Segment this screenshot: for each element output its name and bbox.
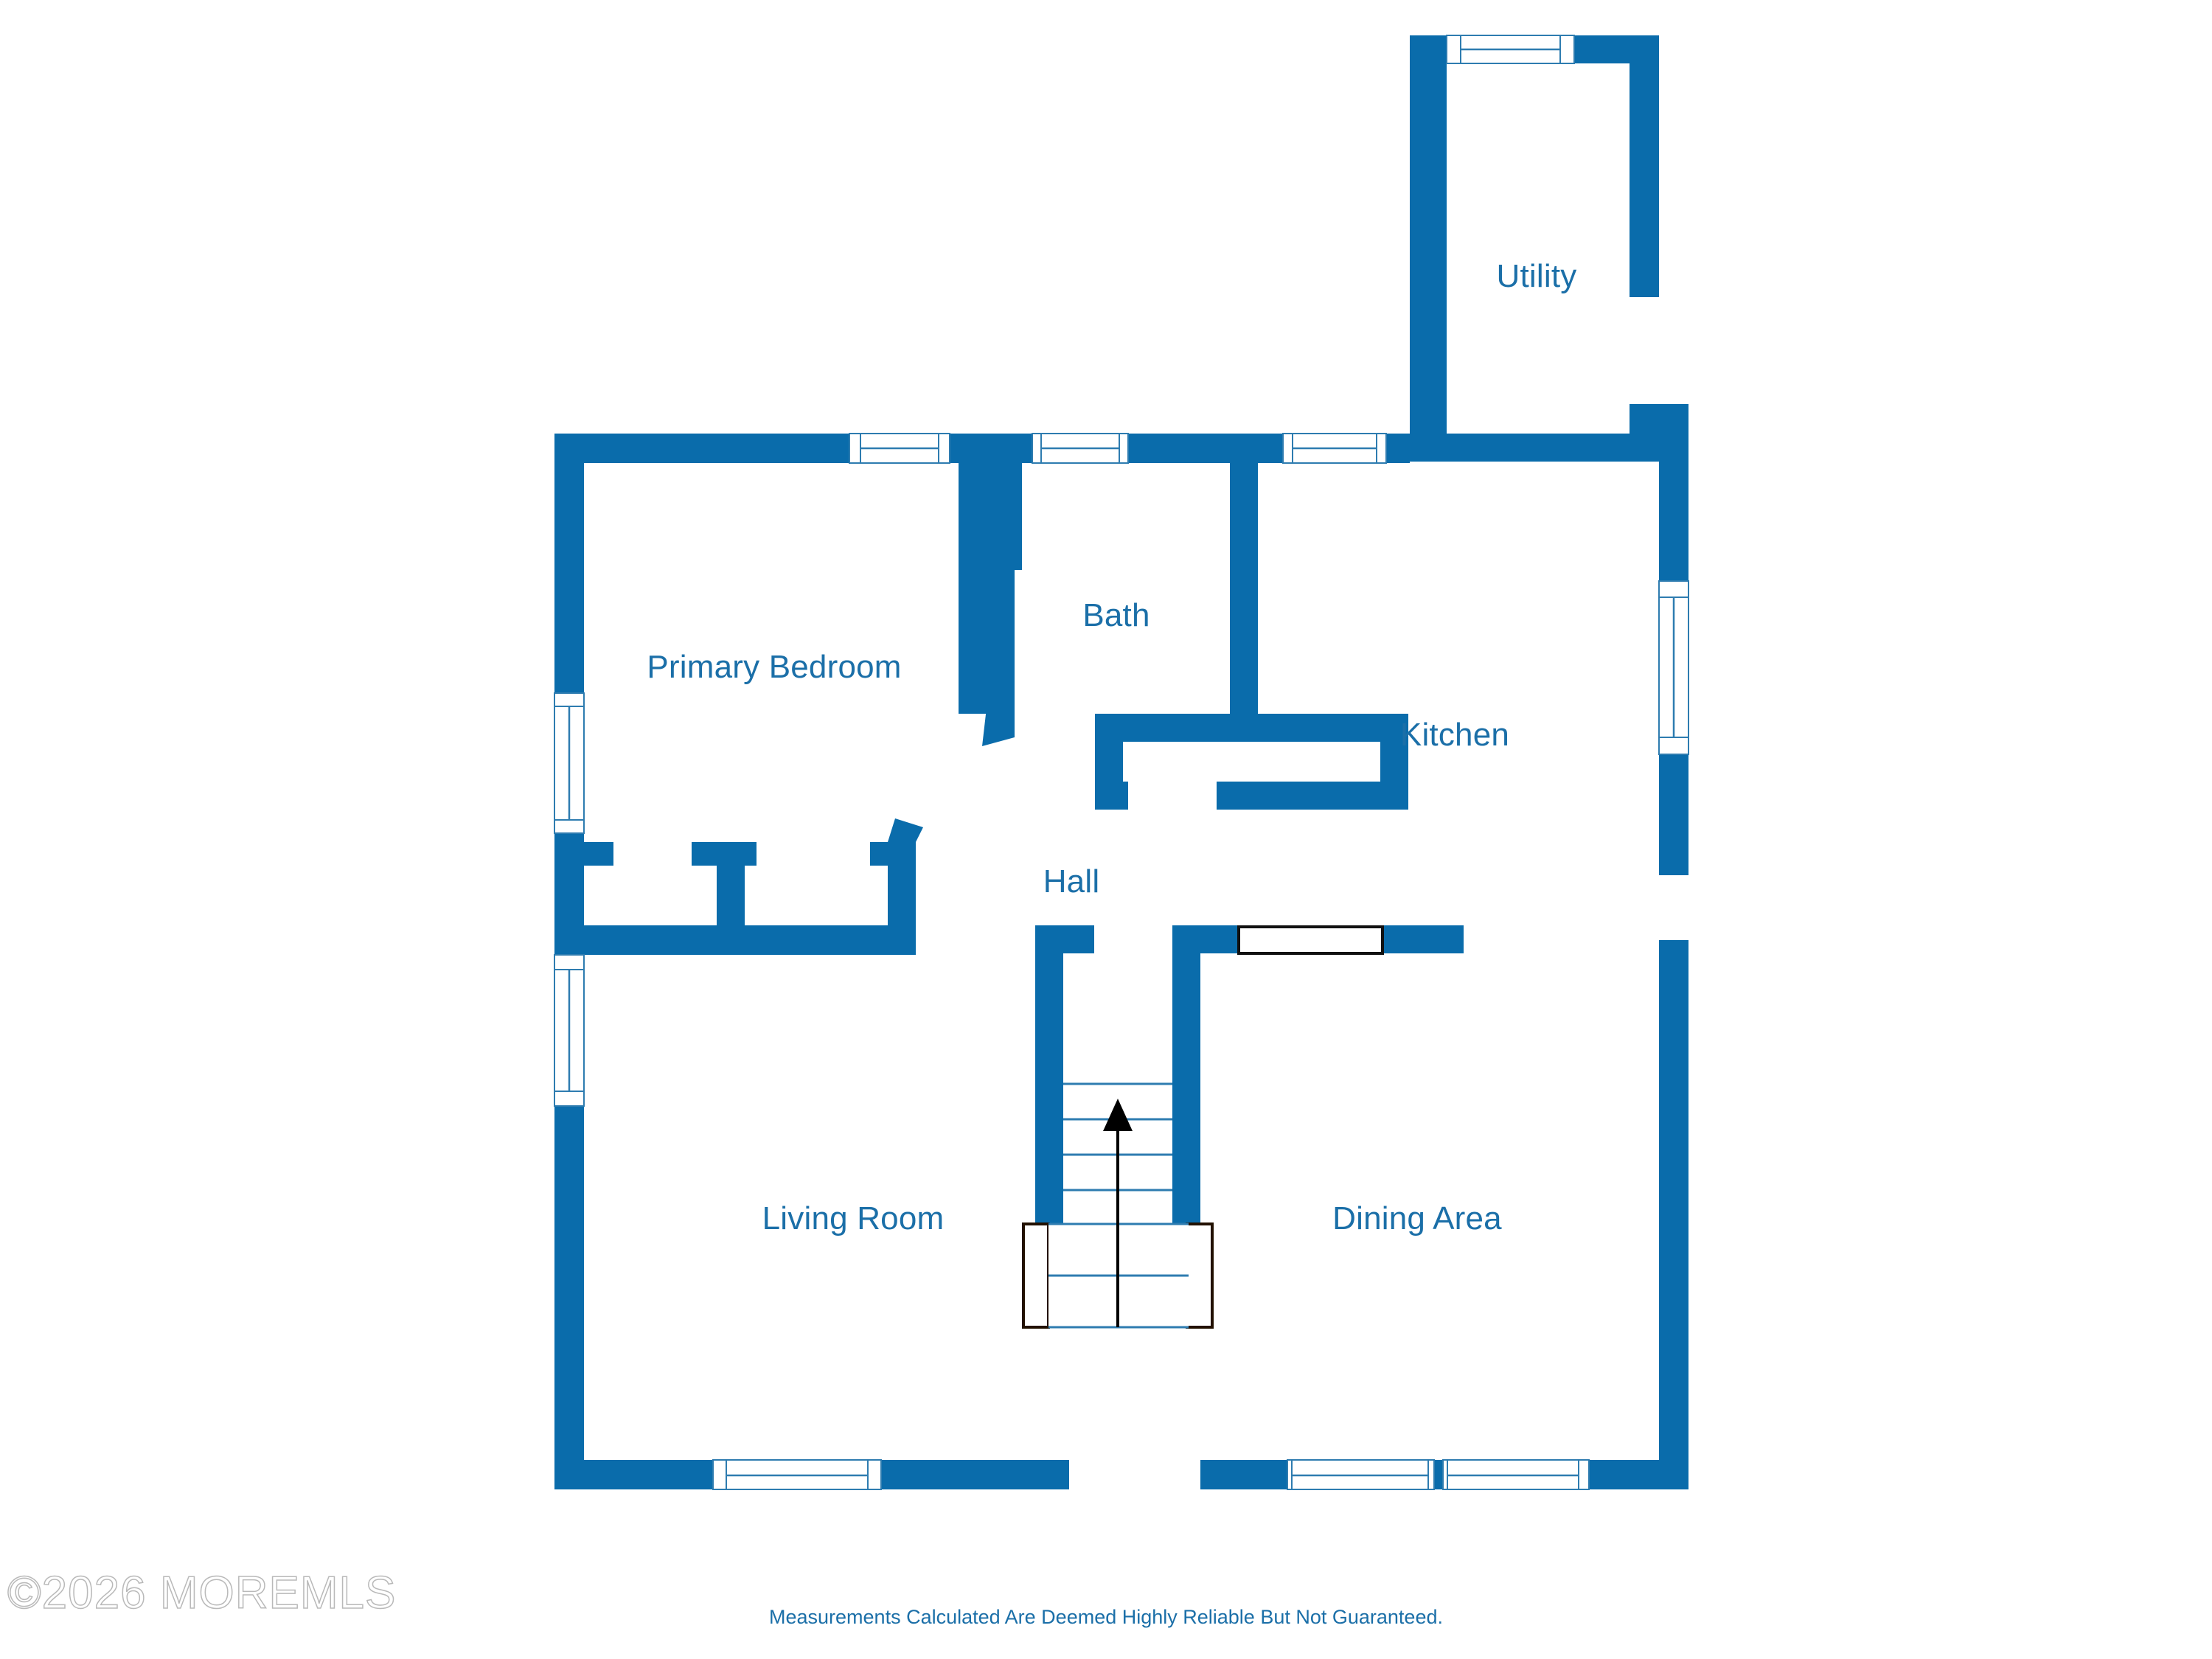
wall-group: [554, 35, 1688, 1489]
room-label-living-room: Living Room: [762, 1200, 945, 1237]
wall-left-seg4: [554, 1134, 584, 1489]
window-left-1: [554, 692, 585, 834]
measurement-disclaimer: Measurements Calculated Are Deemed Highl…: [769, 1606, 1443, 1628]
stair-up-arrow-icon: [1103, 1099, 1133, 1327]
wall-left-seg3: [554, 1105, 584, 1134]
room-label-utility: Utility: [1496, 258, 1577, 294]
window-left-2: [554, 954, 585, 1107]
wall-bath-left: [959, 434, 988, 714]
wall-hall-dining-right: [1382, 925, 1464, 953]
wall-bedroom-angle-top: [982, 708, 1015, 746]
wall-utility-left: [1410, 35, 1447, 434]
window-bottom-3: [1442, 1459, 1590, 1490]
wall-utility-bottom: [1410, 434, 1568, 462]
wall-bottom-seg2: [881, 1460, 1069, 1489]
copyright-watermark: ©2026 MOREMLS: [7, 1567, 397, 1619]
wall-bathcloset-bot-l: [1095, 782, 1128, 810]
wall-top-kitchen-right: [1568, 434, 1659, 462]
staircase: [1022, 1082, 1214, 1329]
stair-flare-right: [1186, 1222, 1214, 1329]
room-label-hall: Hall: [1043, 863, 1100, 900]
wall-bottom-seg4: [1434, 1460, 1443, 1489]
wall-top-seg3: [1128, 434, 1283, 463]
stair-flare-left: [1022, 1222, 1050, 1329]
room-label-primary-bedroom: Primary Bedroom: [647, 649, 902, 685]
wall-right-lower: [1659, 940, 1688, 1489]
wall-bedroom-angle-bottom: [888, 818, 923, 842]
wall-stair-right: [1172, 925, 1200, 1224]
window-group: [554, 35, 1689, 1490]
wall-bath-right: [1230, 434, 1258, 725]
wall-bathcloset-bot-r: [1217, 782, 1408, 810]
window-top-3: [1282, 433, 1387, 464]
wall-right-upper: [1659, 404, 1688, 581]
wall-bottom-seg3: [1200, 1460, 1287, 1489]
wall-bedroom-right: [987, 434, 1015, 721]
wall-under-bedroom: [554, 842, 613, 866]
window-right-1: [1658, 580, 1689, 755]
window-bottom-1: [712, 1459, 882, 1490]
window-top-1: [849, 433, 950, 464]
room-label-bath: Bath: [1082, 597, 1150, 633]
wall-below-closets: [554, 925, 916, 955]
wall-stair-left-t: [1035, 925, 1094, 953]
wall-top-seg4: [1386, 434, 1410, 463]
wall-right-mid: [1659, 754, 1688, 875]
door-hall-dining: [1237, 925, 1384, 955]
wall-hall-dining-left: [1172, 925, 1239, 953]
window-top-2: [1032, 433, 1129, 464]
window-bottom-2: [1287, 1459, 1435, 1490]
room-label-kitchen: Kitchen: [1399, 717, 1510, 753]
wall-stair-left: [1035, 925, 1063, 1224]
wall-bottom-seg5: [1589, 1460, 1688, 1489]
room-label-dining-area: Dining Area: [1332, 1200, 1502, 1237]
wall-left-seg1: [554, 434, 584, 693]
wall-bathcloset-top: [1095, 714, 1408, 742]
window-utility-top: [1446, 35, 1575, 64]
door-group: [1237, 925, 1384, 955]
wall-utility-right-up: [1630, 35, 1659, 297]
wall-top-seg1: [554, 434, 849, 463]
wall-utility-right-low: [1630, 404, 1659, 435]
